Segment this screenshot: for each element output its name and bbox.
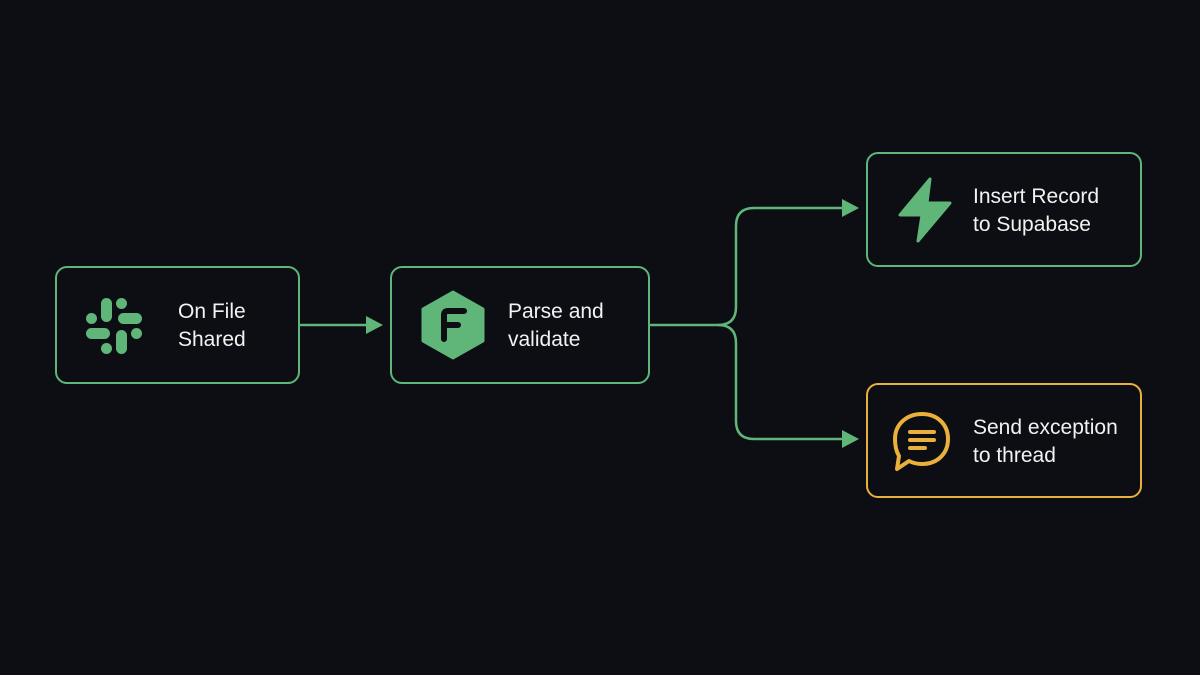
node-send-exception[interactable]: Send exception to thread	[866, 383, 1142, 498]
node-insert-record[interactable]: Insert Record to Supabase	[866, 152, 1142, 267]
node-label: Send exception to thread	[973, 416, 1118, 467]
edge-parse-to-insert	[649, 206, 844, 327]
edge-parse-to-exception	[716, 323, 844, 441]
node-label: Parse and validate	[508, 300, 604, 351]
arrowhead-insert	[842, 199, 859, 217]
node-label: On File Shared	[178, 300, 246, 351]
chat-bubble-icon	[890, 409, 954, 475]
arrowhead-parse	[366, 316, 383, 334]
arrowhead-exception	[842, 430, 859, 448]
supabase-bolt-icon	[892, 177, 956, 243]
node-parse-and-validate[interactable]: Parse and validate	[390, 266, 650, 384]
node-on-file-shared[interactable]: On File Shared	[55, 266, 300, 384]
hexagon-f-logo-icon	[420, 290, 486, 360]
node-label: Insert Record to Supabase	[973, 185, 1100, 236]
slack-icon	[83, 295, 145, 357]
